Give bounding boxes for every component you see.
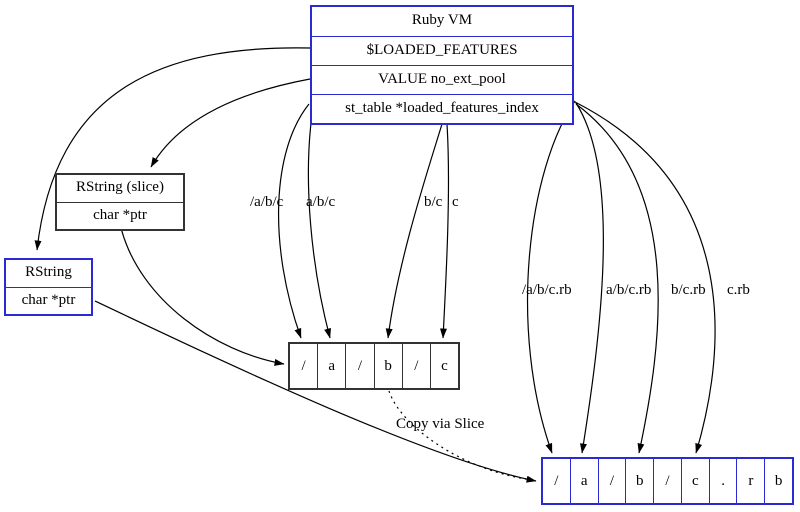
edge-index-to-feature-array-cell2 (575, 102, 604, 454)
path-cell-5: c (429, 344, 458, 388)
feature-cell-6: . (708, 459, 737, 503)
rstring-slice-title: RString (slice) (76, 179, 164, 195)
edge-index-to-feature-array-cell6 (574, 101, 716, 454)
loaded-features-index-field: st_table *loaded_features_index (312, 94, 572, 123)
edge-label-slash-abc-rb: /a/b/c.rb (522, 282, 572, 298)
feature-cell-2: / (597, 459, 626, 503)
feature-cell-3: b (625, 459, 653, 503)
rstring-ptr-field: char *ptr (6, 287, 91, 314)
no-ext-pool-field: VALUE no_ext_pool (312, 65, 572, 94)
feature-cell-0: / (554, 472, 559, 489)
rstring-title: RString (25, 264, 72, 280)
edge-index-to-path-array-cell2 (307, 107, 331, 339)
edge-slice-ptr-to-path-array (120, 227, 285, 366)
path-char-array: / a / b / c (288, 342, 460, 390)
edge-index-to-path-array-cell6 (439, 123, 450, 339)
edge-label-abc: a/b/c (306, 194, 336, 210)
path-cell-1: a (317, 344, 345, 388)
edge-index-to-path-array-cell4 (385, 123, 443, 339)
ruby-vm-node: Ruby VM $LOADED_FEATURES VALUE no_ext_po… (310, 5, 574, 125)
loaded-features-field: $LOADED_FEATURES (312, 36, 572, 65)
path-cell-2: / (345, 344, 373, 388)
feature-cell-5: c (680, 459, 709, 503)
edge-copy-via-slice-dotted (388, 390, 533, 481)
edge-label-bc-rb: b/c.rb (671, 282, 706, 298)
edge-index-to-path-array-cell1 (277, 103, 310, 339)
path-cell-3: b (373, 344, 402, 388)
feature-char-array: / a / b / c . r b (541, 457, 794, 505)
feature-cell-7: r (736, 459, 764, 503)
edge-label-bc: b/c (424, 194, 443, 210)
path-cell-4: / (401, 344, 430, 388)
feature-cell-1: a (569, 459, 598, 503)
edge-label-slash-abc: /a/b/c (250, 194, 284, 210)
feature-cell-8: b (764, 459, 792, 503)
rstring-slice-node: RString (slice) char *ptr (55, 173, 185, 231)
ruby-vm-title: Ruby VM (411, 12, 473, 28)
path-cell-0: / (301, 357, 306, 374)
edge-index-to-feature-array-cell4 (575, 103, 659, 454)
edge-no-ext-pool-to-rstring-slice (150, 78, 311, 168)
edge-label-copy-via-slice: Copy via Slice (396, 416, 485, 432)
edge-label-c-rb: c.rb (727, 282, 750, 298)
feature-cell-4: / (653, 459, 681, 503)
rstring-slice-ptr-field: char *ptr (57, 202, 183, 229)
edge-loaded-features-to-rstring (34, 47, 311, 251)
edge-index-to-feature-array-cell1 (526, 100, 576, 454)
rstring-node: RString char *ptr (4, 258, 93, 316)
edge-rstring-ptr-to-feature-array (94, 300, 537, 483)
edge-label-c: c (452, 194, 459, 210)
edge-label-abc-rb: a/b/c.rb (606, 282, 652, 298)
